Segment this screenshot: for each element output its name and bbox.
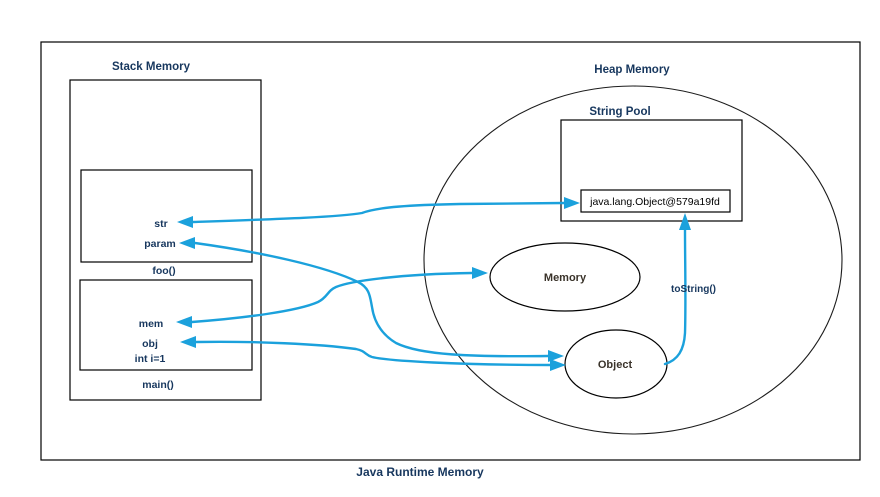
var-param-label: param (144, 238, 176, 250)
arrowhead-param (179, 237, 195, 249)
diagram-title: Java Runtime Memory (356, 465, 484, 479)
main-frame-label: main() (142, 379, 174, 391)
arrowhead-memory (472, 267, 488, 279)
var-int-i-label: int i=1 (135, 353, 166, 365)
string-object-value: java.lang.Object@579a19fd (589, 196, 720, 208)
arrowhead-tostring (679, 213, 691, 230)
arrow-str-stringpool (191, 201, 566, 224)
tostring-label: toString() (671, 284, 716, 295)
arrowhead-mem (176, 316, 192, 328)
heap-ellipse (423, 85, 843, 435)
arrow-param-object (193, 241, 550, 358)
arrow-obj-object (194, 340, 552, 367)
arrowhead-object-upper (548, 350, 564, 362)
foo-frame-label: foo() (152, 265, 175, 277)
var-mem-label: mem (139, 318, 164, 330)
stack-memory-label: Stack Memory (112, 61, 191, 73)
var-str-label: str (154, 218, 167, 230)
heap-memory-label: Heap Memory (594, 64, 670, 76)
memory-ellipse (489, 242, 641, 312)
main-frame-box (79, 279, 253, 371)
arrowhead-object-lower (550, 359, 566, 371)
string-pool-label: String Pool (589, 106, 650, 118)
arrowhead-stringpool (564, 197, 580, 209)
object-ellipse-label: Object (598, 359, 633, 371)
var-obj-label: obj (142, 338, 158, 350)
arrowhead-str (177, 216, 193, 228)
string-object-box (580, 189, 731, 213)
arrowhead-obj (180, 336, 196, 348)
arrow-object-tostring (663, 228, 687, 366)
memory-ellipse-label: Memory (544, 272, 587, 284)
arrow-mem-memory (190, 271, 474, 324)
